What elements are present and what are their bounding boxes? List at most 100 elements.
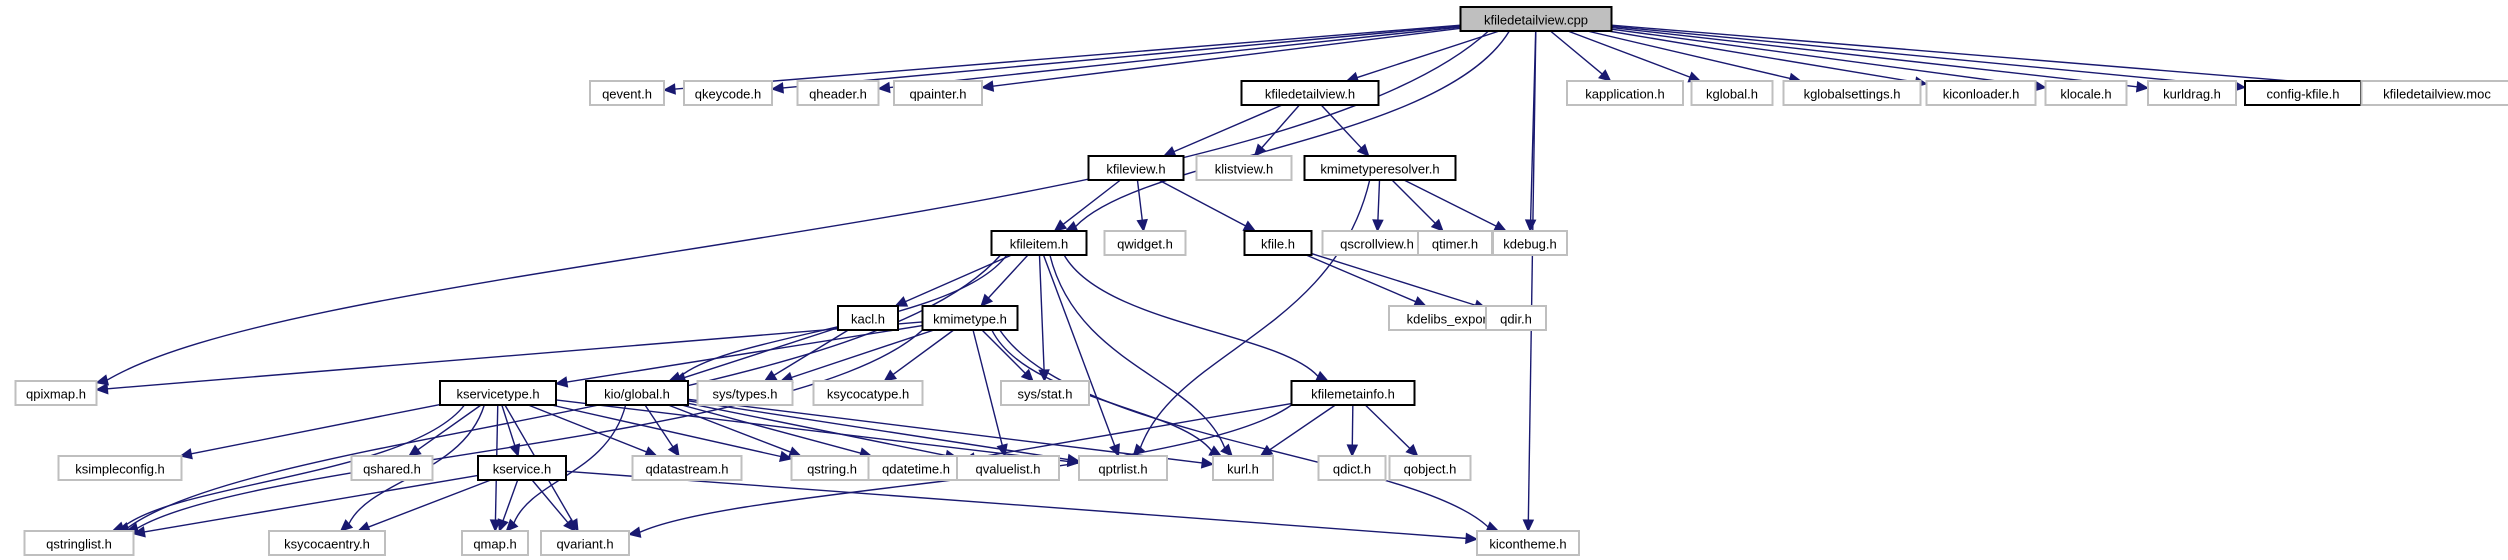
edge-line — [144, 474, 479, 533]
edge-line — [972, 329, 1003, 446]
node-box — [439, 380, 557, 406]
node-label: qshared.h — [363, 462, 421, 477]
edge-kfiledetailview-cpp-to-qevent-h — [662, 24, 1461, 95]
node-qpainter-h: qpainter.h — [893, 80, 983, 106]
node-kfilemetainfo-h[interactable]: kfilemetainfo.h — [1290, 380, 1416, 406]
node-box — [1566, 80, 1684, 106]
node-label: qvariant.h — [556, 537, 613, 552]
arrowhead — [1372, 219, 1384, 233]
edge-line — [992, 27, 1461, 87]
edge-line — [1320, 104, 1362, 149]
node-label: kservicetype.h — [456, 387, 539, 402]
node-label: qmap.h — [473, 537, 516, 552]
node-box — [57, 455, 183, 481]
edge-line — [981, 329, 1026, 374]
arrowhead — [1200, 457, 1215, 469]
arrowhead — [1038, 369, 1050, 383]
node-box — [1212, 455, 1274, 481]
node-kfileview-h[interactable]: kfileview.h — [1087, 155, 1185, 181]
edge-line — [551, 404, 781, 458]
node-kacl-h[interactable]: kacl.h — [837, 305, 899, 331]
arrowhead — [1346, 444, 1359, 458]
edge-line — [1567, 30, 1691, 78]
arrowhead — [1405, 443, 1419, 457]
node-kfiledetailview-h[interactable]: kfiledetailview.h — [1240, 80, 1380, 106]
node-box — [540, 530, 630, 556]
edge-line — [565, 470, 1467, 540]
node-label: qwidget.h — [1117, 237, 1173, 252]
node-box — [1388, 455, 1472, 481]
node-kmimetyperesolver-h[interactable]: kmimetyperesolver.h — [1303, 155, 1457, 181]
arrowhead — [980, 80, 995, 92]
edge-line — [127, 254, 1002, 529]
node-klistview-h: klistview.h — [1195, 155, 1293, 181]
edge-line — [1611, 24, 2351, 87]
edge-line — [1062, 179, 1121, 225]
node-label: sys/types.h — [712, 387, 777, 402]
node-qtimer-h: qtimer.h — [1417, 230, 1493, 256]
edge-kservicetype-h-to-kservice-h — [501, 404, 521, 458]
edge-kio-global-h-to-kurl-h — [687, 398, 1215, 469]
node-label: kfile.h — [1261, 237, 1295, 252]
edge-line — [1391, 179, 1436, 224]
edge-kfileview-h-to-kfile-h — [1158, 179, 1257, 232]
edge-line — [1611, 28, 2035, 87]
node-kfile-h[interactable]: kfile.h — [1243, 230, 1313, 256]
edge-line — [1364, 404, 1411, 449]
arrowhead — [1356, 143, 1370, 157]
edge-line — [1075, 30, 1510, 227]
node-config-kfile-h[interactable]: config-kfile.h — [2244, 80, 2362, 106]
node-kglobal-h: kglobal.h — [1690, 80, 1774, 106]
node-label: ksycocatype.h — [827, 387, 909, 402]
node-box — [631, 455, 743, 481]
node-label: config-kfile.h — [2267, 87, 2340, 102]
edge-line — [681, 404, 861, 454]
arrowhead — [509, 443, 521, 458]
node-kiconloader-h: kiconloader.h — [1925, 80, 2037, 106]
edge-kfiledetailview-cpp-to-kfileitem-h — [1064, 30, 1510, 232]
edge-kservicetype-h-to-qdatastream-h — [527, 404, 658, 458]
node-kurldrag-h: kurldrag.h — [2147, 80, 2237, 106]
node-label: qheader.h — [809, 87, 867, 102]
node-kglobalsettings-h: kglobalsettings.h — [1782, 80, 1922, 106]
arrowhead — [1162, 146, 1177, 157]
node-box — [461, 530, 529, 556]
arrowhead — [1242, 220, 1257, 232]
arrowhead — [1524, 219, 1537, 233]
node-ksycocaentry-h: ksycocaentry.h — [268, 530, 386, 556]
edge-line — [1049, 254, 1226, 449]
node-qevent-h: qevent.h — [589, 80, 665, 106]
edge-line — [502, 479, 519, 521]
edge-line — [674, 24, 1461, 90]
node-label: kservice.h — [493, 462, 552, 477]
node-box — [2147, 80, 2237, 106]
node-box — [867, 455, 965, 481]
node-label: ksimpleconfig.h — [75, 462, 165, 477]
edge-kmimetype-h-to-qstringlist-h — [125, 329, 923, 534]
edge-kfiledetailview-h-to-kfileview-h — [1162, 104, 1283, 157]
node-kio-global-h[interactable]: kio/global.h — [585, 380, 689, 406]
node-label: klistview.h — [1215, 162, 1274, 177]
arrowhead — [894, 296, 909, 307]
node-kservice-h[interactable]: kservice.h — [477, 455, 567, 481]
node-label: qdatetime.h — [882, 462, 950, 477]
arrowhead — [132, 526, 146, 538]
node-kmimetype-h[interactable]: kmimetype.h — [921, 305, 1019, 331]
node-label: klocale.h — [2060, 87, 2111, 102]
edge-line — [107, 321, 923, 390]
node-label: kfileitem.h — [1010, 237, 1069, 252]
arrowhead — [1053, 219, 1068, 232]
node-label: kapplication.h — [1585, 87, 1665, 102]
node-kservicetype-h[interactable]: kservicetype.h — [439, 380, 557, 406]
node-label: qdict.h — [1333, 462, 1371, 477]
edge-kio-global-h-to-qdatetime-h — [681, 404, 873, 459]
node-label: qpixmap.h — [26, 387, 86, 402]
node-box — [1000, 380, 1090, 406]
node-kfiledetailview-cpp[interactable]: kfiledetailview.cpp — [1459, 6, 1613, 32]
node-qdatetime-h: qdatetime.h — [867, 455, 965, 481]
edge-line — [782, 25, 1461, 89]
edge-line — [566, 324, 923, 383]
node-kfileitem-h[interactable]: kfileitem.h — [990, 230, 1088, 256]
node-kicontheme-h: kicontheme.h — [1476, 530, 1580, 556]
edge-line — [501, 404, 516, 446]
